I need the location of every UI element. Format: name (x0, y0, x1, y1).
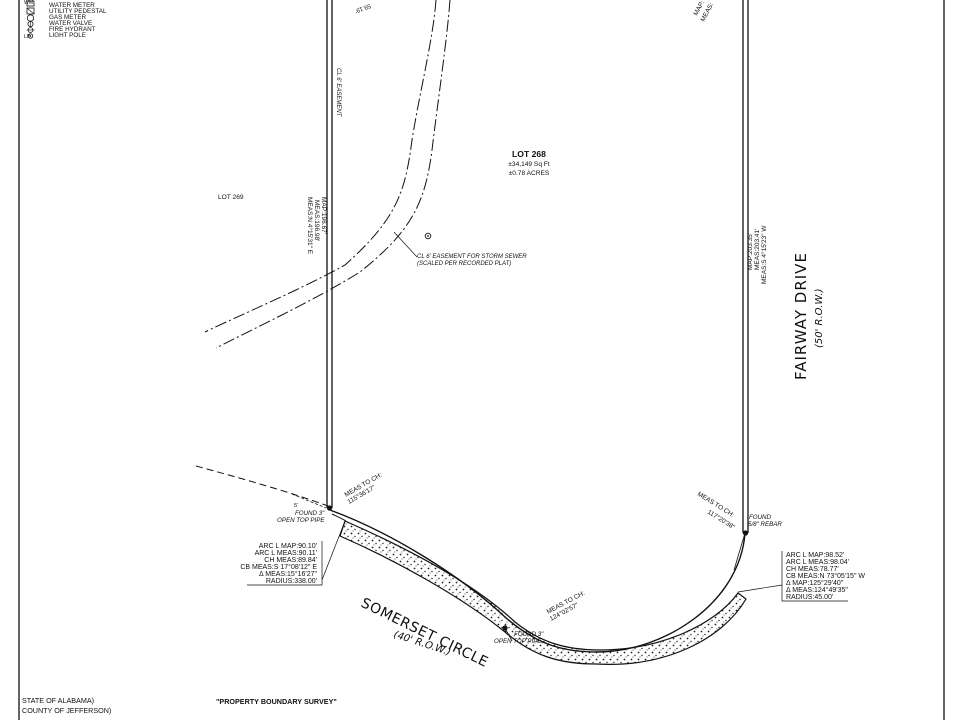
legend-label-fire-hydrant: FIRE HYDRANT (49, 26, 96, 33)
west-monument-line1: FOUND 3" (295, 510, 325, 517)
storm-easement-leader (393, 231, 418, 258)
legend-label-gas-meter: GAS METER (49, 14, 87, 21)
east-property-line (742, 0, 749, 533)
light-pole-icon (27, 33, 34, 39)
sidewalk-band (339, 520, 747, 665)
curve-west-data: ARC L MAP:90.10' ARC L MEAS:90.11' CH ME… (240, 541, 323, 586)
fire-hydrant-icon (26, 27, 35, 33)
lot-268-area-acres: ±0.78 ACRES (509, 170, 550, 177)
west-monument-line2: OPEN TOP PIPE (277, 517, 325, 524)
legend-label-utility-pedestal: UTILITY PEDESTAL (49, 8, 107, 15)
west-property-line (326, 0, 333, 508)
radial-line-east (733, 532, 746, 571)
legend-label-water-meter: WATER METER (49, 2, 95, 9)
legend-label-light-pole: LIGHT POLE (49, 32, 86, 39)
west-curve-leader (321, 520, 346, 581)
lot-268-area-sqft: ±34,149 Sq Ft (508, 161, 550, 168)
east-line-map: MAP:203.35' (747, 233, 754, 270)
lot-268-name: LOT 268 (512, 149, 546, 159)
curve-west-line: ARC L MEAS:90.11' (255, 550, 317, 557)
curve-east-line: Δ MAP:125°29'40" (786, 579, 844, 587)
monument-west-icon (326, 505, 333, 511)
legend-label-water-valve: WATER VALVE (49, 20, 92, 27)
west-line-bearing: MEAS:N 4°15'31" E (306, 197, 314, 255)
west-line-map: MAP:196.67' (320, 197, 327, 234)
cl-easement-label: CL 6' EASEMENT (335, 68, 341, 118)
gas-meter-icon (26, 14, 35, 22)
east-monument-line2: 5/8" REBAR (748, 521, 782, 528)
lot-269-name: LOT 269 (218, 194, 244, 201)
curve-west-line: ARC L MAP:90.10' (259, 543, 317, 550)
water-valve-icon (27, 20, 34, 27)
south-monument-line2: OPEN TOP PIPE (494, 638, 542, 645)
curve-west-line: CH MEAS:89.84' (264, 557, 317, 564)
legend: WM LP WATER METER UTILITY PEDESTAL GAS M… (24, 0, 107, 40)
curve-west-line: CB MEAS:S 17°08'12" E (240, 563, 317, 571)
curve-east-line: RADIUS:45.00' (786, 594, 833, 601)
curve-east-data: ARC L MAP:98.52' ARC L MEAS:98.04' CH ME… (781, 551, 865, 602)
state-label: STATE OF ALABAMA) (22, 696, 94, 705)
legend-code-wm: WM (24, 0, 33, 6)
east-monument-line1: FOUND (749, 514, 772, 521)
lot-269-dashed-line (195, 465, 329, 507)
interior-marker-icon (424, 232, 432, 240)
storm-sewer-label-line2: (SCALED PER RECORDED PLAT) (417, 261, 511, 267)
water-meter-icon (26, 0, 35, 7)
curve-east-line: CH MEAS:78.77' (786, 566, 839, 573)
top-partial-label: 59.19' (354, 2, 371, 13)
sidewalk-edge-dashed (291, 493, 327, 509)
fairway-drive-row: (50' R.O.W.) (814, 289, 825, 348)
fairway-drive-name: FAIRWAY DRIVE (792, 252, 810, 380)
storm-sewer-label-line1: CL 6' EASEMENT FOR STORM SEWER (417, 254, 527, 260)
east-line-meas: MEAS:203.41' (754, 229, 761, 270)
south-property-curve (329, 509, 746, 653)
curve-east-line: ARC L MAP:98.52' (786, 552, 844, 559)
west-line-meas: MEAS:196.98' (313, 200, 320, 241)
south-line-inner (331, 513, 347, 522)
curve-west-line: RADIUS:338.00' (266, 578, 317, 585)
storm-sewer-easement (204, 0, 451, 349)
east-line-labels: MAP:203.35' MEAS:203.41' MEAS:S 4°15'23"… (747, 225, 768, 284)
east-line-bearing: MEAS:S 4°15'23" W (760, 225, 768, 284)
west-monument-tick: 5' (294, 503, 298, 509)
monument-east-icon (742, 530, 749, 536)
curve-west-line: Δ MEAS:15°16'27" (259, 570, 318, 578)
utility-pedestal-icon (26, 7, 35, 15)
monument-south-icon (502, 625, 508, 631)
west-line-labels: MAP:196.67' MEAS:196.98' MEAS:N 4°15'31"… (306, 197, 327, 255)
curve-east-line: CB MEAS:N 73°05'15" W (786, 572, 865, 580)
curve-east-line: ARC L MEAS:98.04' (786, 559, 849, 566)
east-curve-leader (737, 584, 783, 593)
curve-east-line: Δ MEAS:124°49'35" (786, 586, 848, 594)
legend-code-lp: LP (24, 34, 31, 40)
survey-title: "PROPERTY BOUNDARY SURVEY" (216, 697, 337, 706)
south-monument-line1: FOUND 3" (514, 631, 544, 638)
county-label: COUNTY OF JEFFERSON) (22, 706, 111, 715)
